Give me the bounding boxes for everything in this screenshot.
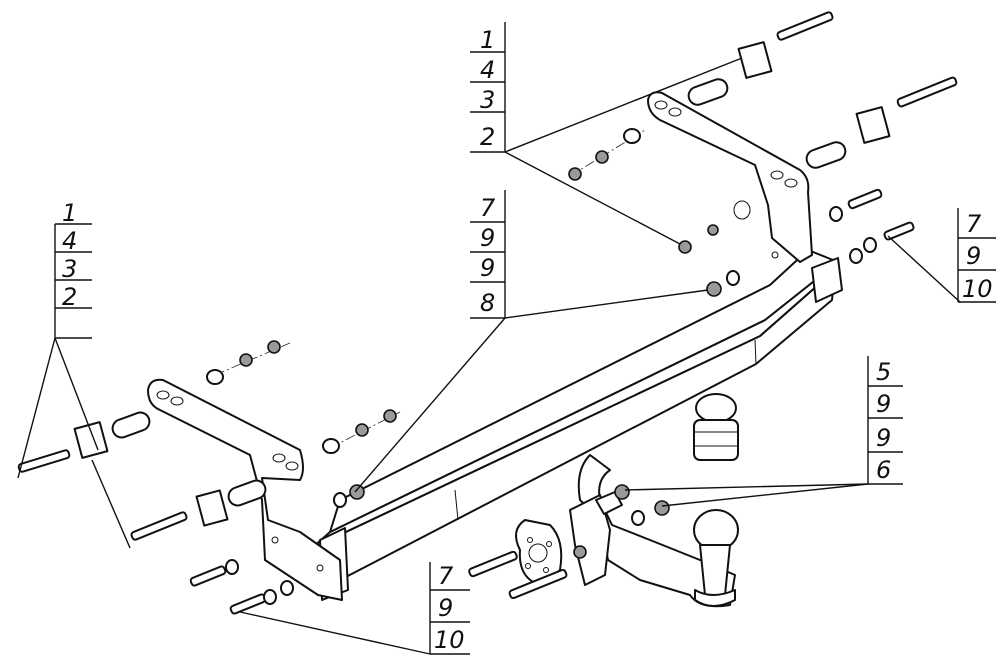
callout-label: 9 [876, 424, 891, 452]
callout-label: 9 [438, 594, 453, 622]
callout-label: 9 [966, 242, 981, 270]
callout-label: 10 [962, 275, 993, 303]
callout-ball: 5 9 9 6 [867, 356, 903, 485]
callout-top-left: 1 4 3 2 [54, 199, 92, 339]
ball-cover-cap [693, 393, 739, 461]
callout-label: 1 [62, 199, 77, 227]
callout-label: 3 [480, 86, 495, 114]
right-bracket [647, 91, 813, 263]
callout-label: 4 [62, 227, 77, 255]
callout-label: 9 [876, 390, 891, 418]
callout-top-center: 1 4 3 2 [470, 22, 506, 153]
socket-plate [515, 519, 563, 586]
callout-label: 8 [480, 289, 495, 317]
callout-center: 7 9 9 8 [470, 190, 506, 319]
callout-label: 5 [876, 358, 891, 386]
callout-label: 9 [480, 254, 495, 282]
callout-label: 1 [480, 26, 495, 54]
leader-lines [17, 57, 961, 655]
callout-label: 4 [480, 56, 495, 84]
callout-label: 7 [966, 210, 982, 238]
callout-label: 10 [434, 626, 465, 654]
callout-label: 6 [876, 456, 891, 484]
callout-label: 2 [62, 283, 77, 311]
fasteners-left [17, 340, 401, 615]
callout-right: 7 9 10 [957, 208, 996, 303]
callout-bottom: 7 9 10 [429, 562, 470, 655]
tow-ball [693, 509, 739, 607]
fasteners-right [568, 11, 958, 297]
ball-mount-bar [569, 454, 736, 608]
callout-label: 7 [480, 194, 496, 222]
left-bracket [147, 378, 343, 601]
callout-label: 2 [480, 123, 495, 151]
callout-label: 7 [438, 562, 454, 590]
callout-label: 3 [62, 255, 77, 283]
callout-label: 9 [480, 224, 495, 252]
fasteners-ball-mount [468, 484, 670, 600]
